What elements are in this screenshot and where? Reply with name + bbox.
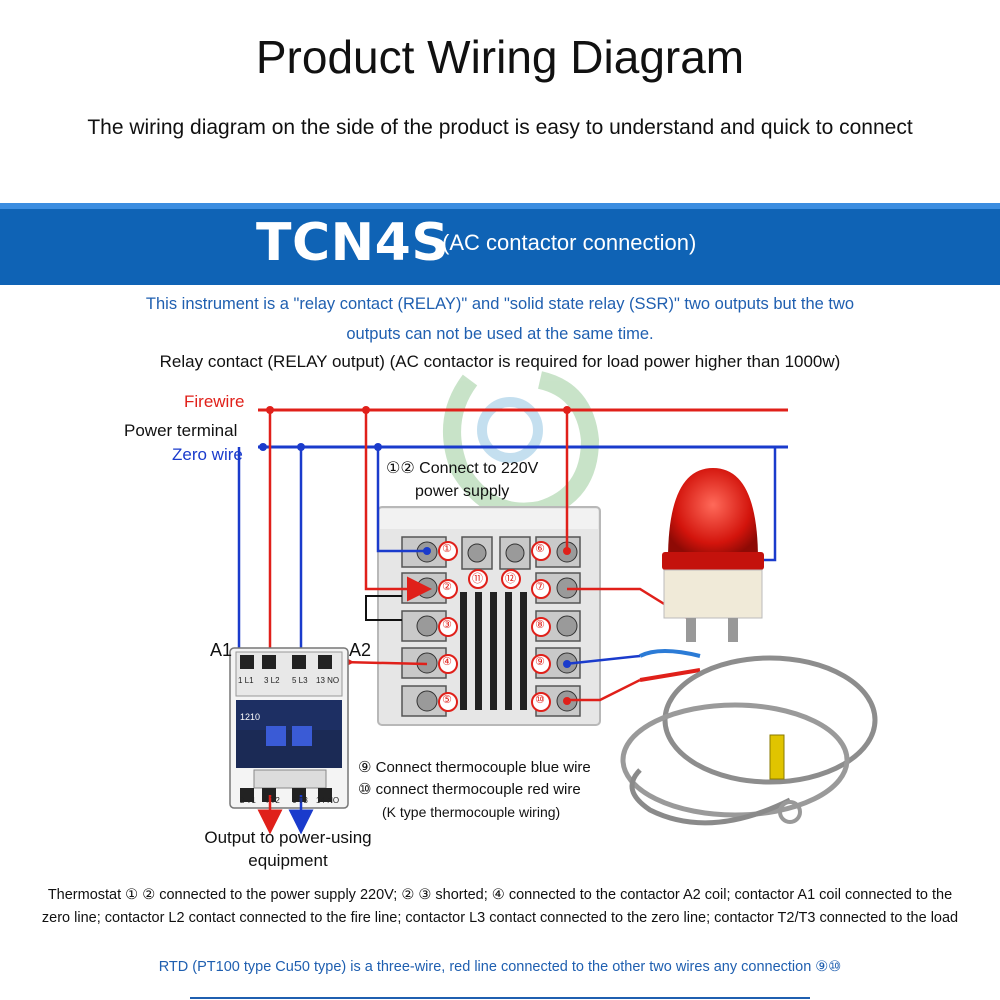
terminal-7-number: ⑦ <box>535 581 545 593</box>
terminal-11-number: ⑪ <box>472 573 483 585</box>
terminal-4-number: ④ <box>442 656 452 668</box>
output-label-line-1: Output to power-using <box>204 828 372 847</box>
contactor-terminal-t1: 2 T1 <box>240 796 256 805</box>
zero-wire-label: Zero wire <box>172 445 243 464</box>
terminal-5-number: ⑤ <box>442 694 452 706</box>
thermocouple-notes: ⑨ Connect thermocouple blue wire ⑩ conne… <box>358 757 591 823</box>
power-supply-note-line-1: ①② Connect to 220V <box>386 460 539 477</box>
short-t2-t3 <box>365 595 402 621</box>
wiring-instructions: Thermostat ① ② connected to the power su… <box>41 887 959 926</box>
output-warning-note: This instrument is a "relay contact (REL… <box>0 289 1000 349</box>
power-terminal-label: Power terminal <box>124 421 238 440</box>
page-title: Product Wiring Diagram <box>255 31 745 83</box>
output-warning-line-1: This instrument is a "relay contact (REL… <box>145 295 855 313</box>
model-banner <box>0 203 1000 285</box>
thermocouple-note-red: ⑩ connect thermocouple red wire <box>358 781 581 798</box>
relay-output-note: Relay contact (RELAY output) (AC contact… <box>159 352 841 371</box>
terminal-10-number: ⑩ <box>535 694 545 706</box>
terminal-2-number: ② <box>442 581 452 593</box>
output-label-line-2: equipment <box>248 851 328 870</box>
contactor-terminal-no-bottom: 14 NO <box>316 796 340 805</box>
contactor-terminal-l3: 5 L3 <box>292 676 308 685</box>
thermocouple-note-blue: ⑨ Connect thermocouple blue wire <box>358 759 591 776</box>
page-subtitle: The wiring diagram on the side of the pr… <box>87 116 913 139</box>
bottom-divider <box>190 997 810 999</box>
power-supply-note: ①② Connect to 220V power supply <box>386 457 538 503</box>
contactor-terminal-t2: 4 T2 <box>264 796 280 805</box>
terminal-6-number: ⑥ <box>535 543 545 555</box>
banner-model-name: TCN4S <box>256 213 450 273</box>
wire-zero-to-a1 <box>237 447 250 664</box>
output-warning-line-2: outputs can not be used at the same time… <box>346 325 654 343</box>
terminal-12-number: ⑫ <box>505 573 516 585</box>
terminal-number-badges <box>438 541 551 712</box>
contactor-terminal-l1: 1 L1 <box>238 676 254 685</box>
thermocouple <box>563 649 878 826</box>
contactor-terminal-no-top: 13 NO <box>316 676 340 685</box>
terminal-3-number: ③ <box>442 619 452 631</box>
contactor-model: 1210 <box>240 712 261 722</box>
power-supply-note-line-2: power supply <box>415 483 510 500</box>
coil-a2-label: A2 <box>349 640 372 660</box>
terminal-8-number: ⑧ <box>535 619 545 631</box>
wire-zero-to-t1 <box>376 447 427 553</box>
fire-wire-label: Firewire <box>184 392 245 411</box>
terminal-column-middle <box>461 536 531 570</box>
terminal-1-number: ① <box>442 543 452 555</box>
contactor-terminal-t3: 6 T3 <box>292 796 308 805</box>
warning-lamp <box>662 468 764 642</box>
banner-stripe <box>0 203 1000 209</box>
ac-contactor <box>229 647 349 809</box>
thermocouple-note-type: (K type thermocouple wiring) <box>382 804 561 820</box>
wire-t4-to-a2 <box>329 649 428 675</box>
output-label: Output to power-using equipment <box>188 826 388 872</box>
rtd-note: RTD (PT100 type Cu50 type) is a three-wi… <box>158 959 842 975</box>
contactor-terminal-l2: 3 L2 <box>264 676 280 685</box>
terminal-9-number: ⑨ <box>535 656 545 668</box>
coil-a1-label: A1 <box>210 640 233 660</box>
banner-connection-note: (AC contactor connection) <box>442 230 697 255</box>
wire-fire-to-t2 <box>364 410 432 602</box>
